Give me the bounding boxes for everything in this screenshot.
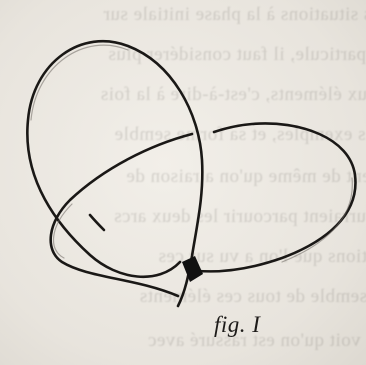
- ink-shading: [54, 204, 72, 258]
- knot-strand-connector: [90, 215, 104, 230]
- crossing-mark: [182, 256, 203, 282]
- knot-strand-upper-loop: [27, 41, 202, 306]
- knot-strand-lower-arc: [51, 134, 192, 296]
- ink-shading: [282, 178, 352, 262]
- ink-shading: [31, 45, 128, 120]
- figure-caption: fig. I: [214, 312, 260, 338]
- knot-strand-left-arc: [190, 123, 355, 271]
